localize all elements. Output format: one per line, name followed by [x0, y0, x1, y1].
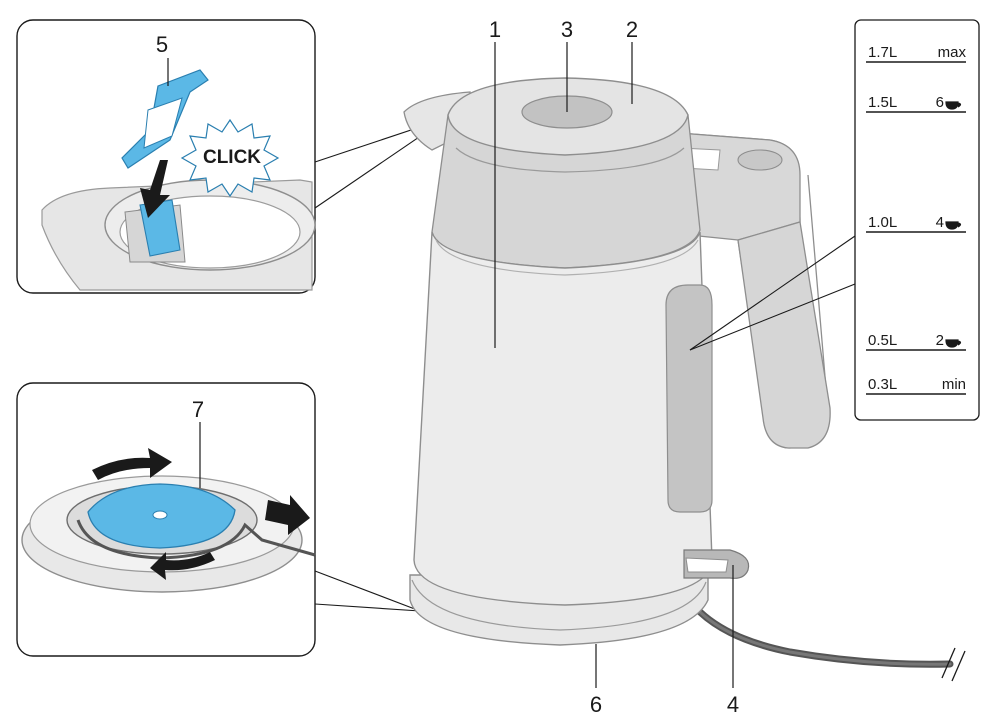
water-scale-panel: 1.7L max 1.5L 6 1.0L 4 0.5L 2 0.3L min	[689, 19, 980, 421]
scale-mark-3: 2	[936, 332, 944, 349]
scale-volume-2: 1.0L	[868, 214, 897, 231]
scale-mark-4: min	[942, 376, 966, 393]
click-label: CLICK	[203, 147, 261, 168]
cup-icon	[945, 339, 962, 348]
callout-1: 1	[489, 17, 501, 42]
kettle	[403, 77, 966, 682]
scale-volume-0: 1.7L	[868, 44, 897, 61]
water-scale-rows: 1.7L max 1.5L 6 1.0L 4 0.5L 2 0.3L min	[866, 44, 967, 395]
callout-6: 6	[590, 692, 602, 717]
filter-inset: CLICK 5	[16, 19, 448, 294]
water-window	[665, 284, 713, 513]
click-burst-icon	[180, 118, 280, 198]
scale-volume-3: 0.5L	[868, 332, 897, 349]
main-callouts: 1 2 3 4 6	[489, 17, 739, 717]
scale-volume-1: 1.5L	[868, 94, 897, 111]
callout-4: 4	[727, 692, 739, 717]
callout-2: 2	[626, 17, 638, 42]
scale-mark-0: max	[938, 44, 967, 61]
callout-7: 7	[192, 397, 204, 422]
base-inset: 7	[16, 382, 421, 657]
scale-mark-1: 6	[936, 94, 944, 111]
callout-5: 5	[156, 32, 168, 57]
scale-mark-2: 4	[936, 214, 944, 231]
scale-volume-4: 0.3L	[868, 376, 897, 393]
handle-grip	[737, 221, 831, 449]
cup-icon	[945, 221, 962, 230]
callout-3: 3	[561, 17, 573, 42]
cup-icon	[945, 101, 962, 110]
